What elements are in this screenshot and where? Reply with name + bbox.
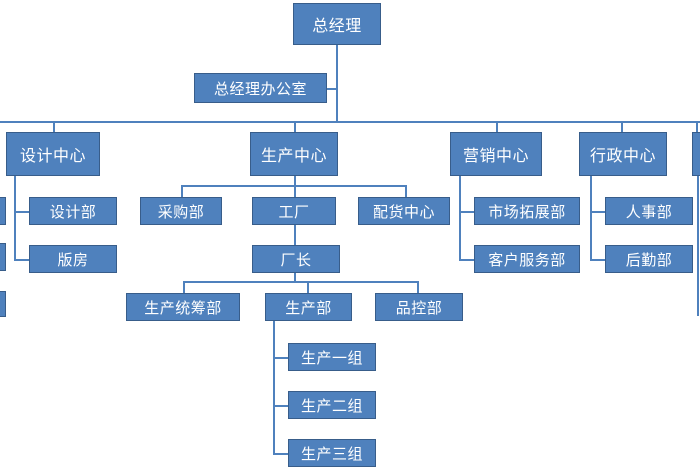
- node-distribution-center: 配货中心: [358, 197, 450, 225]
- connector-group-2: [273, 405, 288, 407]
- connector-offscreen-right-trunk: [697, 176, 699, 316]
- node-marketing-center: 营销中心: [450, 132, 542, 176]
- connector-admin-trunk: [590, 176, 592, 260]
- connector-unit-3: [417, 281, 419, 293]
- node-hr-dept: 人事部: [605, 197, 693, 225]
- connector-factory: [294, 185, 296, 197]
- connector-unit-1: [183, 281, 185, 293]
- connector-design-2: [14, 259, 29, 261]
- connector-design-trunk: [14, 176, 16, 260]
- node-offscreen-left-1: [0, 197, 6, 225]
- connector-factory-head: [294, 224, 296, 246]
- node-customer-service: 客户服务部: [474, 245, 580, 273]
- connector-group-1: [273, 357, 288, 359]
- connector-marketing-up: [496, 121, 498, 133]
- connector-production-up: [294, 121, 296, 133]
- connector-design-up: [53, 121, 55, 133]
- connector-distribution: [405, 185, 407, 197]
- node-logistics-dept: 后勤部: [605, 245, 693, 273]
- connector-marketing-1: [459, 211, 474, 213]
- connector-ceo-down: [336, 44, 338, 122]
- node-production-group-1: 生产一组: [288, 343, 376, 371]
- connector-offscreen-right: [696, 121, 698, 133]
- node-factory: 工厂: [252, 197, 336, 225]
- node-offscreen-right: [692, 132, 700, 176]
- connector-office: [327, 88, 337, 90]
- connector-production-down: [294, 176, 296, 186]
- connector-main-bus: [0, 121, 700, 123]
- node-market-expansion: 市场拓展部: [474, 197, 580, 225]
- connector-admin-up: [621, 121, 623, 133]
- connector-head-down: [294, 272, 296, 282]
- node-ceo-office: 总经理办公室: [194, 73, 327, 103]
- connector-unit-2: [307, 281, 309, 293]
- node-production-center: 生产中心: [250, 132, 338, 176]
- node-production-group-3: 生产三组: [288, 439, 376, 467]
- node-production-dept: 生产部: [265, 293, 352, 321]
- connector-design-1: [14, 211, 29, 213]
- node-sample-room: 版房: [29, 245, 117, 273]
- node-purchase-dept: 采购部: [140, 197, 222, 225]
- node-admin-center: 行政中心: [579, 132, 667, 176]
- connector-units-bus: [183, 281, 419, 283]
- connector-purchase: [181, 185, 183, 197]
- connector-admin-2: [590, 259, 605, 261]
- connector-groups-trunk: [273, 321, 275, 455]
- node-offscreen-left-3: [0, 291, 6, 317]
- node-ceo: 总经理: [293, 3, 381, 45]
- connector-marketing-2: [459, 259, 474, 261]
- node-offscreen-left-2: [0, 243, 6, 271]
- node-quality-control: 品控部: [375, 293, 463, 321]
- connector-admin-1: [590, 211, 605, 213]
- node-production-group-2: 生产二组: [288, 391, 376, 419]
- connector-marketing-trunk: [459, 176, 461, 260]
- node-design-center: 设计中心: [6, 132, 100, 176]
- node-factory-head: 厂长: [252, 245, 340, 273]
- connector-group-3: [273, 453, 288, 455]
- node-design-dept: 设计部: [29, 197, 117, 225]
- node-production-planning: 生产统筹部: [126, 293, 240, 321]
